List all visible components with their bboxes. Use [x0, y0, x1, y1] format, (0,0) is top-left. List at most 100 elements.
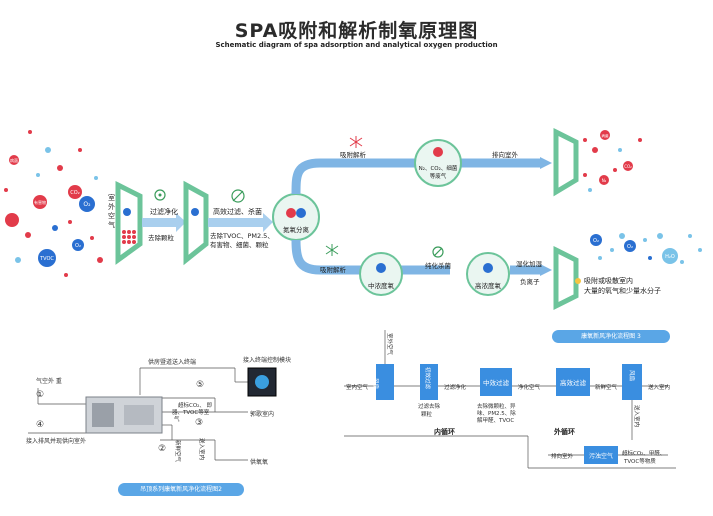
- remove-particles-1: 过滤去除: [418, 402, 441, 410]
- right-top-molecule-cloud: [583, 130, 642, 192]
- right-bottom-funnel: [553, 245, 579, 311]
- left-bottom-lines: [28, 367, 248, 461]
- adsorb-top-icon: [349, 136, 363, 148]
- polluted-air-label: 污浊空气: [589, 452, 613, 460]
- molecule-label: O₂: [75, 243, 81, 249]
- lower-pipe-head: [540, 264, 552, 276]
- mid-desc-3: 解甲醛、TVOC: [477, 416, 514, 424]
- o2-small-icon: [191, 208, 199, 216]
- excess-2: TVOC等物质: [623, 457, 656, 465]
- exhaust-label: 接入排风并现供向室外: [26, 437, 86, 445]
- stage2-sub-1: 去除TVOC、PM2.5、: [210, 231, 274, 240]
- mid-oxygen-label: 中浓度氧: [368, 281, 395, 290]
- molecule-label: 有害物: [34, 199, 46, 205]
- no-bacteria-icon: [231, 189, 245, 203]
- into-room-label: 送入室内: [198, 438, 206, 460]
- sterilize-label: 纯化杀菌: [425, 261, 452, 270]
- ventilation-unit-panel: [124, 405, 154, 425]
- step-2-num: ②: [158, 444, 166, 454]
- flow-arrow-2: [208, 218, 263, 227]
- sterilize-icon: [432, 246, 444, 258]
- filter-purify-label: 过滤净化: [444, 383, 467, 391]
- ventilation-unit-panel: [92, 403, 114, 427]
- result-line-1: 吸附或吸散室内: [584, 276, 633, 285]
- molecule-label: O₂: [627, 244, 633, 250]
- fan-2-label: 风扇: [628, 370, 636, 381]
- stage1-sub: 去除颗粒: [148, 233, 175, 242]
- high-filter-label: 高效过滤: [560, 378, 587, 387]
- step-3-num: ③: [195, 418, 203, 428]
- molecule-label: O₂: [593, 238, 599, 244]
- particles-icon: [122, 230, 136, 244]
- stage2-label: 高效过滤、杀菌: [213, 207, 262, 216]
- n2-bubble-1: N₂、CO₂、细菌: [419, 164, 458, 172]
- mid-filter-box: [480, 368, 512, 396]
- step-1-num: ①: [36, 390, 44, 400]
- molecule-label: TVOC: [39, 256, 54, 262]
- molecule-label: CO₂: [70, 190, 79, 196]
- waste-icon: [433, 147, 443, 157]
- upper-pipe-head: [540, 157, 552, 169]
- mid-desc-2: 味、PM2.5、除: [477, 409, 516, 417]
- bullet-dot: [575, 278, 581, 284]
- fan-1-label: 风扇: [372, 378, 380, 389]
- remove-particles-2: 颗粒: [421, 410, 433, 418]
- inner-loop-label: 内循环: [434, 427, 455, 436]
- box-label-3: 气: [174, 415, 180, 423]
- molecule-label: 病菌: [602, 133, 610, 138]
- lower-pipe: [291, 239, 362, 275]
- mid-filter-label: 中效过滤: [483, 378, 510, 387]
- oxygen-supply-label: 供氧氧: [250, 458, 268, 466]
- primary-filter-box: [420, 364, 438, 400]
- caption-pill-3: 康氧新风净化流程图 3: [552, 330, 670, 343]
- outer-loop-label: 外循环: [554, 427, 575, 436]
- o2-icon: [296, 208, 306, 218]
- outdoor-air-char: 气: [108, 220, 115, 229]
- step-5-num: ⑤: [196, 380, 204, 390]
- separator-label: 氮氧分离: [283, 225, 310, 234]
- fan-2-box: [622, 364, 642, 400]
- stage1-label: 过滤净化: [150, 207, 178, 216]
- n2-bubble-2: 等废气: [430, 172, 447, 180]
- n2-icon: [286, 208, 296, 218]
- flow-arrow-1: [142, 218, 176, 227]
- right-bottom-molecule-cloud: [590, 233, 702, 264]
- molecule-label: H₂O: [665, 254, 675, 260]
- fan-1-box: [376, 364, 394, 400]
- page-subtitle: Schematic diagram of spa adsorption and …: [215, 41, 498, 49]
- o2-small-icon: [123, 208, 131, 216]
- fresh-air-label: 新鲜空气: [595, 383, 618, 391]
- adsorb-bottom-icon: [325, 244, 339, 256]
- caption-pill-2: 吊顶系列康氧新风净化流程图2: [118, 483, 244, 496]
- high-oxygen-bubble: [466, 252, 510, 296]
- page-title: SPA吸附和解析制氧原理图: [234, 20, 479, 42]
- high-oxygen-label: 高浓度氧: [475, 281, 502, 290]
- fresh-air-label: 新鲜空气: [174, 440, 182, 463]
- primary-filter-label: 初效过滤: [424, 367, 432, 390]
- indoor-air-label: 室内空气: [346, 383, 369, 391]
- radiation-icon: [154, 189, 166, 201]
- send-indoor-vertical: 送入室内: [633, 405, 641, 427]
- adsorb-top-label: 吸附解析: [340, 150, 367, 159]
- outdoor-air-input-label: 气空外 重: [36, 377, 62, 385]
- stage2-sub-2: 有害物、细菌、颗粒: [210, 240, 269, 249]
- humidify-label: 湿化加湿: [516, 259, 543, 268]
- terminal-screen-icon: [255, 375, 269, 389]
- o2-icon: [376, 263, 386, 273]
- o2-icon: [483, 263, 493, 273]
- exhaust-outdoor-label: 排向室外: [492, 150, 519, 159]
- flow-arrow-2-head: [263, 213, 273, 232]
- outdoor-air-char: 空: [108, 211, 115, 220]
- left-molecule-cloud: [4, 130, 103, 277]
- box-label-1: 超标CO₂、 即: [178, 401, 213, 409]
- send-indoor-label: 送入室内: [648, 383, 670, 391]
- outdoor-air-char: 外: [108, 202, 115, 211]
- indoor-label: 郭歌室内: [250, 410, 274, 418]
- excess-1: 超标CO₂、甲醛、: [622, 449, 665, 457]
- outdoor-air-label: 室 外 空 气: [108, 193, 117, 229]
- right-top-funnel: [553, 127, 579, 197]
- purify-air-label: 净化空气: [518, 383, 541, 391]
- outdoor-air-char: 室: [108, 193, 115, 202]
- stage2-filter-shape: [183, 180, 209, 266]
